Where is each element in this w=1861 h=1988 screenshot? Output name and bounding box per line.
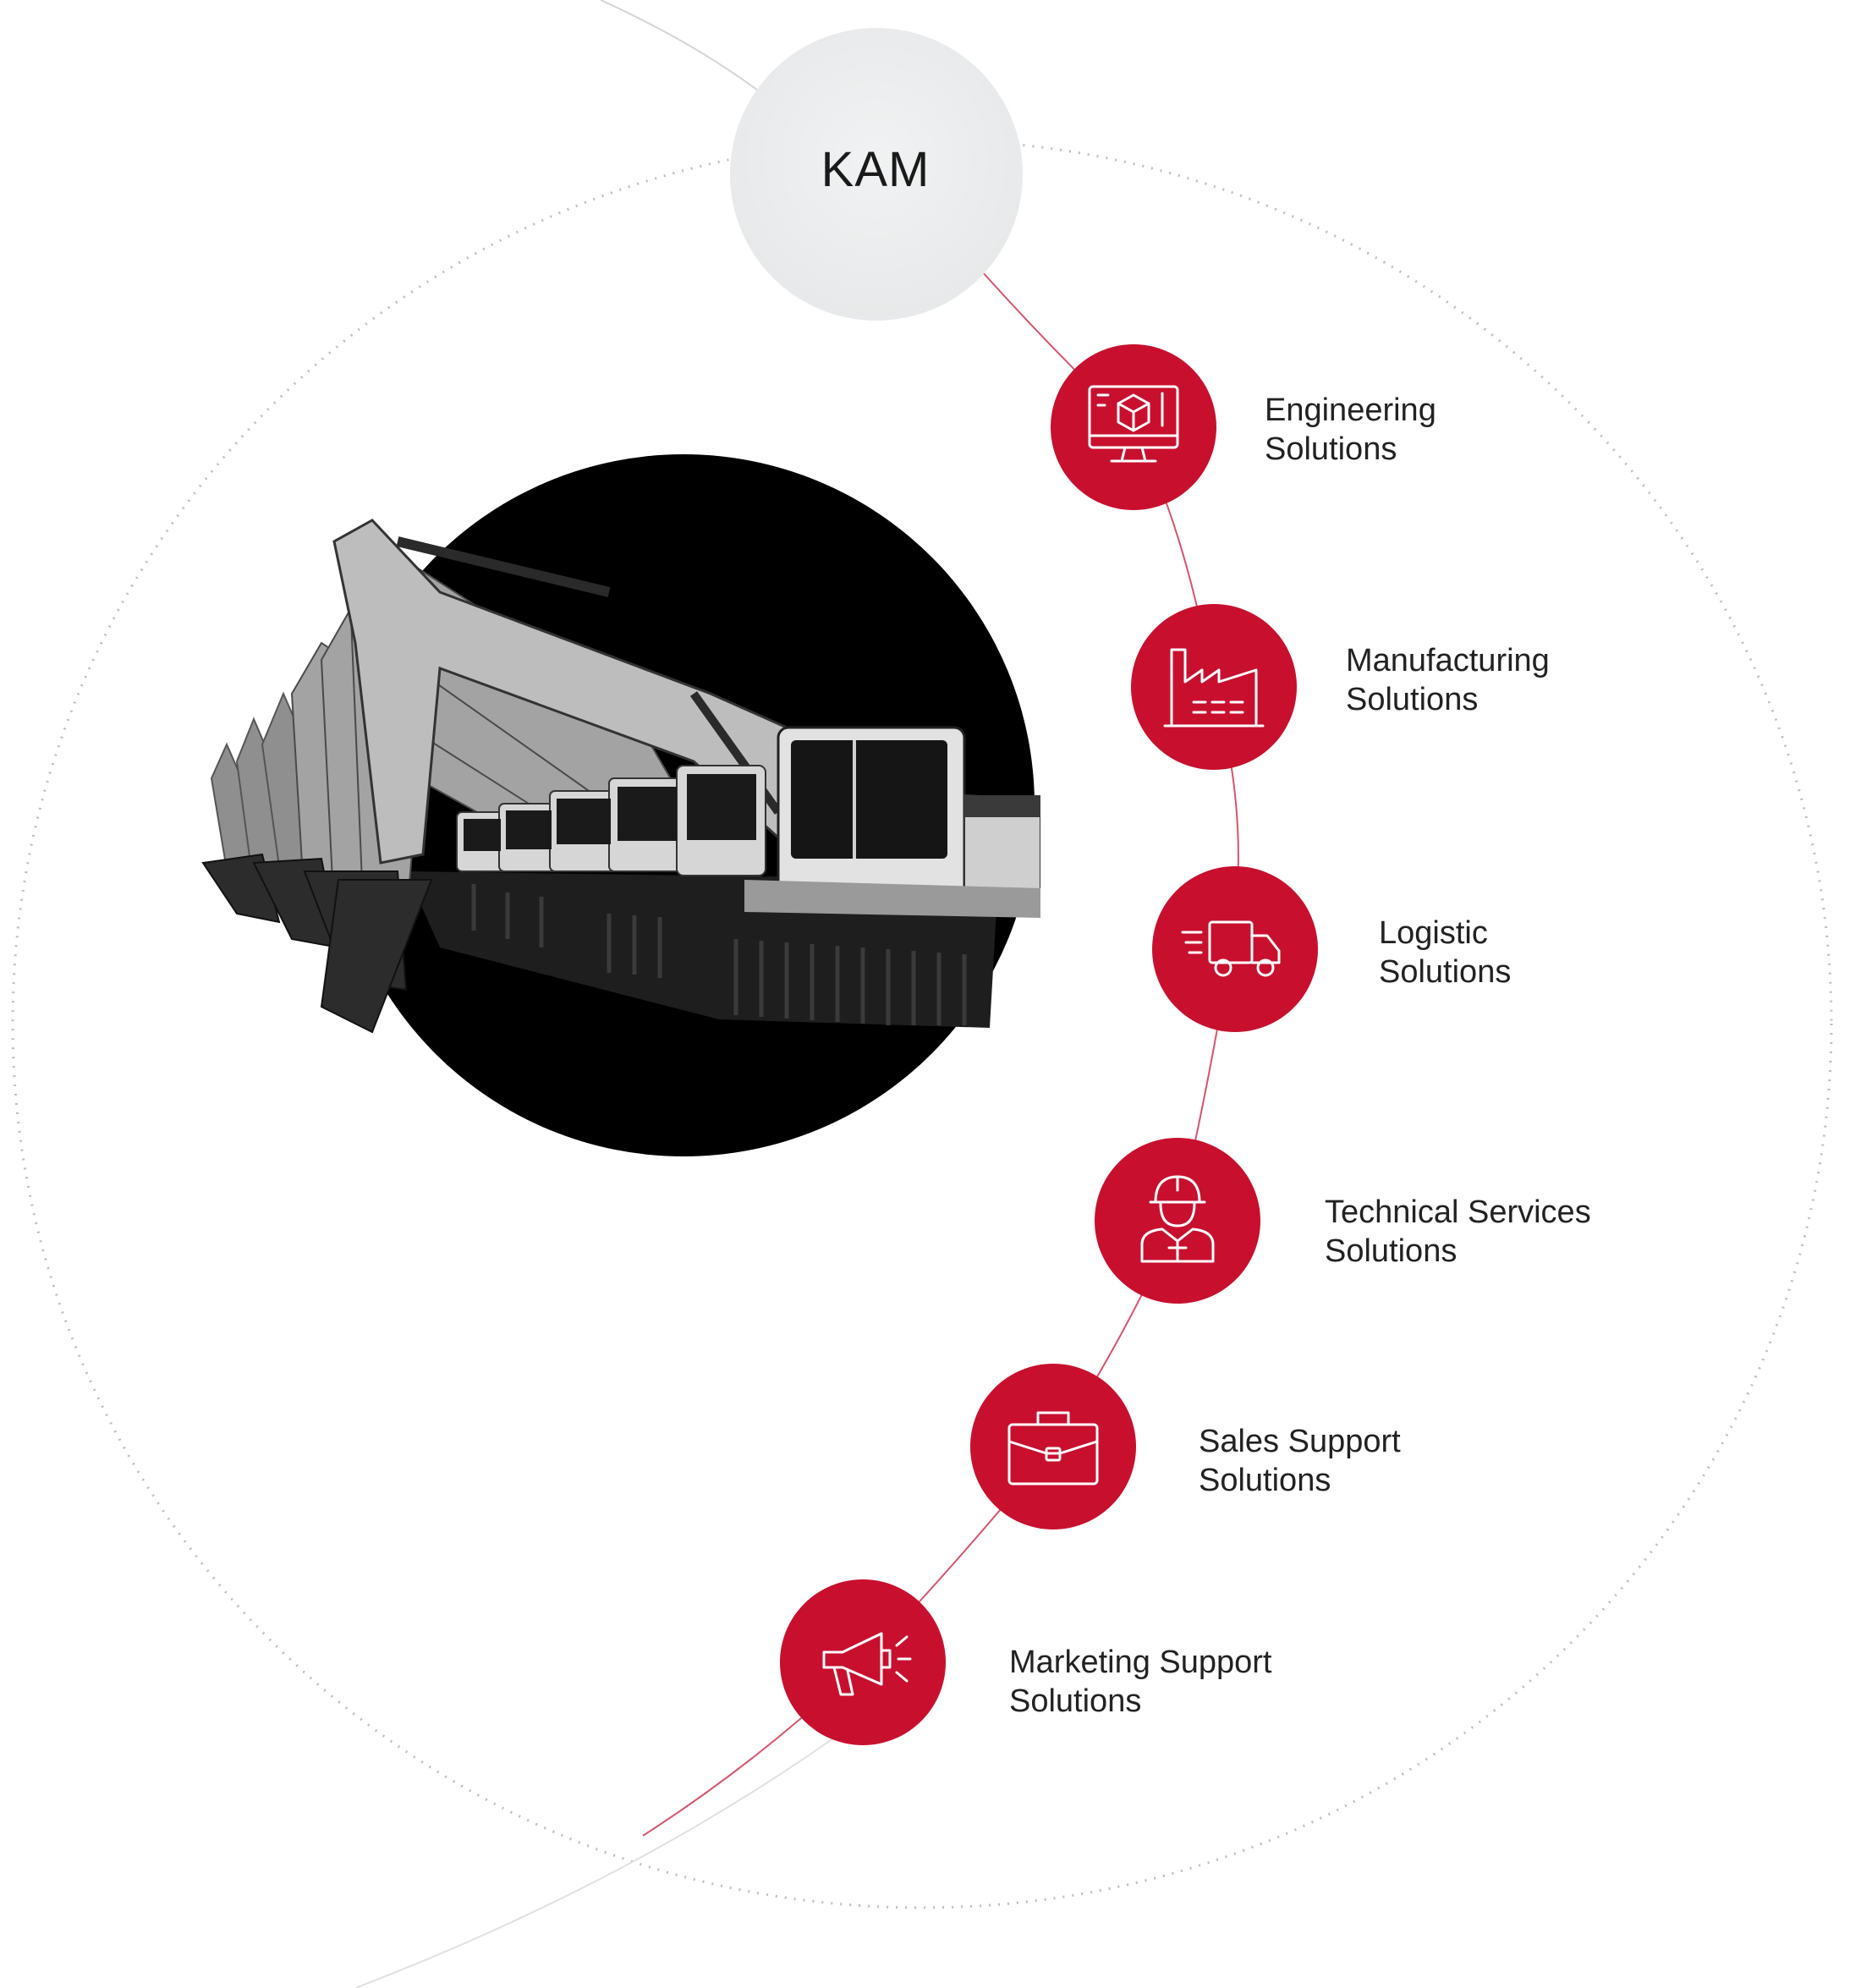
megaphone-icon [822,1632,912,1696]
solution-node-circle[interactable] [970,1364,1136,1529]
label-sales-support[interactable]: Sales Support Solutions [1199,1422,1401,1500]
label-logistic-line1: Logistic [1379,915,1488,951]
solution-node-circle[interactable] [1131,604,1297,770]
outer-arc-top [600,0,762,94]
label-manufacturing[interactable]: Manufacturing Solutions [1346,641,1550,719]
engineering-monitor-icon [1088,385,1179,463]
worker-helmet-icon [1140,1175,1215,1263]
solution-node-6[interactable] [780,1579,946,1745]
label-sales-support-line1: Sales Support [1199,1424,1401,1459]
label-technical-services[interactable]: Technical Services Solutions [1325,1193,1591,1271]
excavator-photo [201,454,1040,1156]
solution-nodes [780,344,1318,1745]
briefcase-icon [1007,1411,1099,1486]
label-marketing-support-line1: Marketing Support [1009,1645,1272,1680]
solution-node-circle[interactable] [780,1579,946,1745]
factory-icon [1163,648,1265,728]
outer-arc-bottom [354,1716,864,1988]
solution-node-2[interactable] [1131,604,1297,770]
label-logistic[interactable]: Logistic Solutions [1379,914,1511,991]
label-marketing-support[interactable]: Marketing Support Solutions [1009,1643,1272,1721]
delivery-truck-icon [1181,920,1281,977]
solution-node-4[interactable] [1095,1138,1260,1304]
kam-hub[interactable] [730,28,1023,321]
label-engineering[interactable]: Engineering Solutions [1265,391,1436,469]
label-manufacturing-line2: Solutions [1346,682,1479,717]
solution-node-circle[interactable] [1095,1138,1260,1304]
label-marketing-support-line2: Solutions [1009,1683,1142,1719]
solution-node-1[interactable] [1051,344,1216,510]
label-engineering-line2: Solutions [1265,431,1397,467]
label-engineering-line1: Engineering [1265,393,1436,428]
solution-node-circle[interactable] [1152,866,1318,1032]
label-technical-services-line1: Technical Services [1325,1194,1591,1230]
label-sales-support-line2: Solutions [1199,1463,1331,1498]
solution-node-5[interactable] [970,1364,1136,1529]
hub-label: KAM [821,141,930,197]
label-manufacturing-line1: Manufacturing [1346,643,1550,678]
label-logistic-line2: Solutions [1379,954,1512,990]
solution-node-3[interactable] [1152,866,1318,1032]
excavator-row [201,519,1040,1034]
label-technical-services-line2: Solutions [1325,1233,1458,1269]
